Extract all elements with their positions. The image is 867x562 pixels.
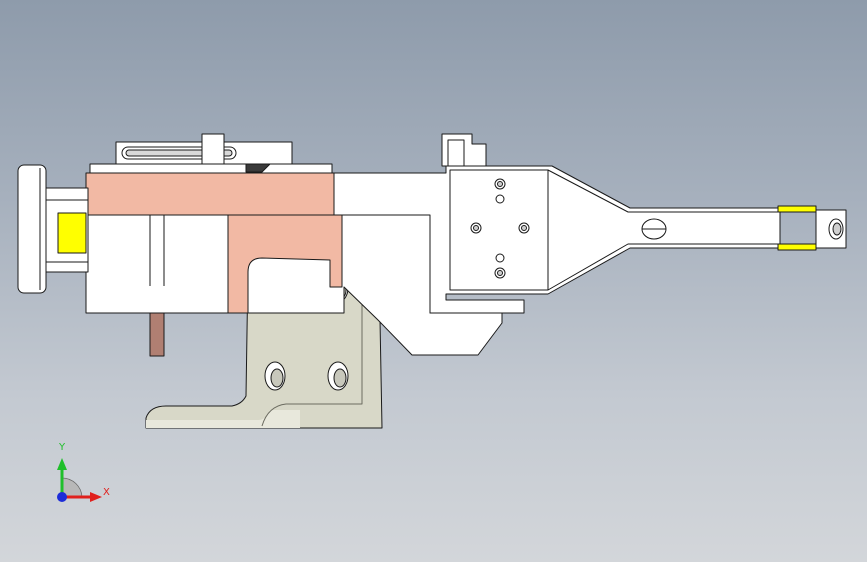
y-axis-arrowhead [57,458,67,470]
plunger-knob[interactable] [17,164,47,294]
salmon-block-lower[interactable] [227,214,343,314]
yellow-insert[interactable] [57,212,87,254]
handle-base [89,163,333,174]
y-axis-label: Y [59,442,66,453]
bracket-foot-shadow [146,410,300,428]
yellow-pad-top[interactable] [777,205,817,213]
z-axis-dot [57,492,67,502]
clamp-arm-taper [547,169,780,291]
x-axis-arrowhead [90,492,102,502]
arm-holes [470,178,530,279]
bracket-bend-line [261,300,363,427]
x-axis-label: X [103,487,110,498]
clamp-arm[interactable] [333,165,781,314]
